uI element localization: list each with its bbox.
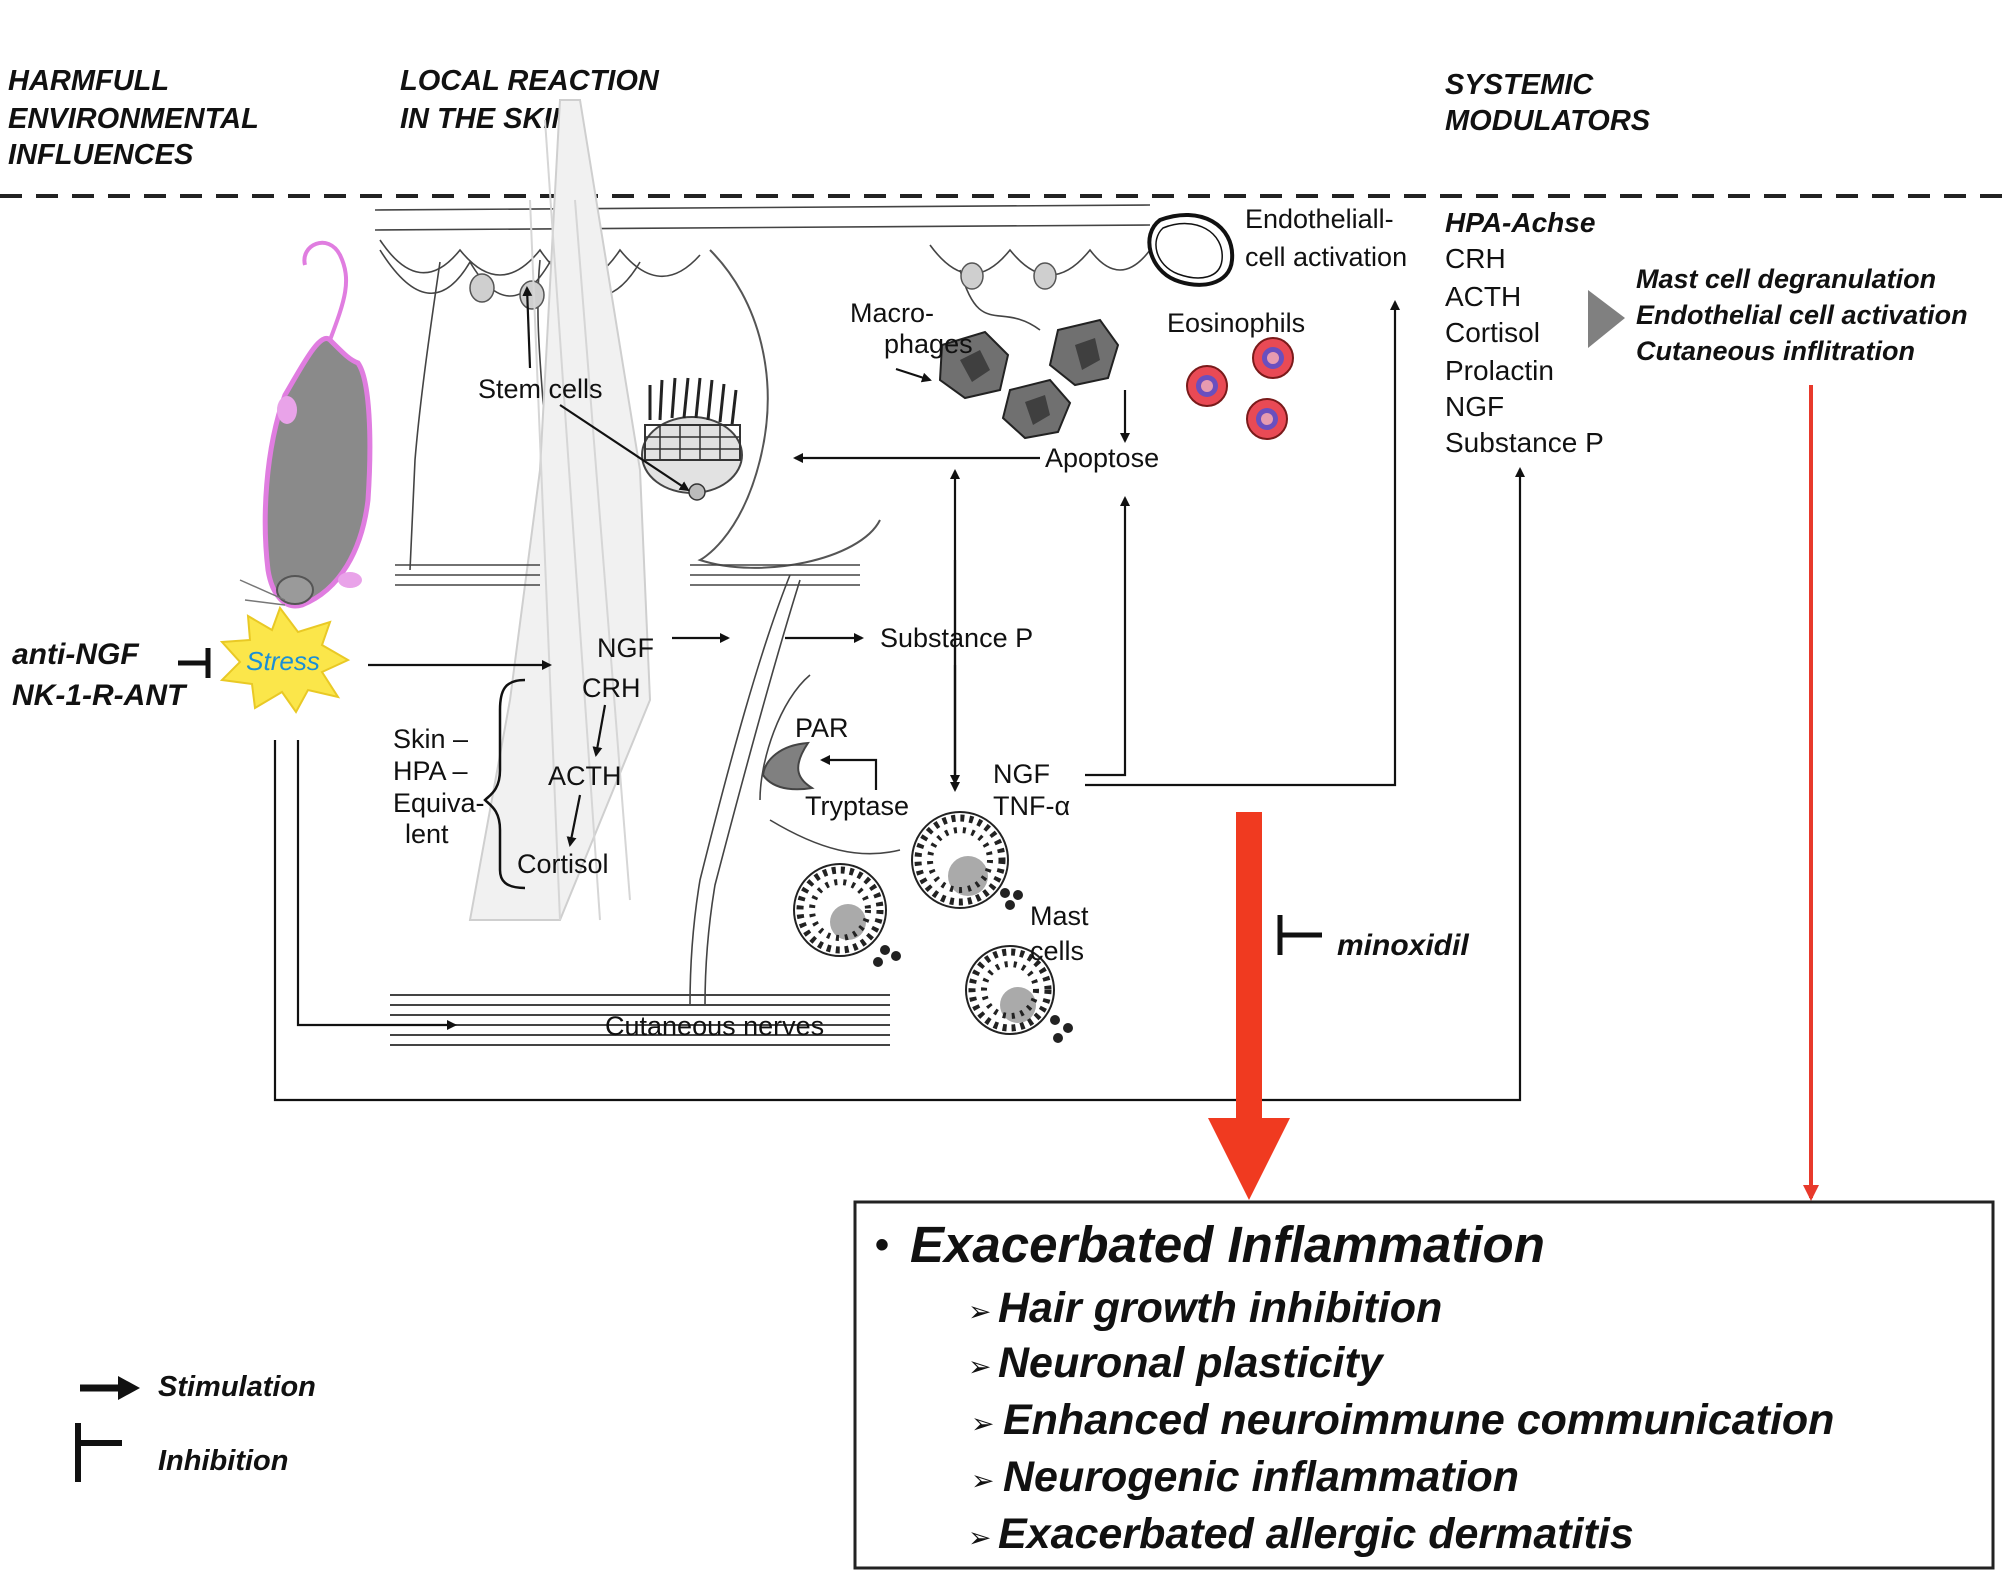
effect-1: Endothelial cell activation	[1636, 300, 1968, 330]
systemic-item-4: NGF	[1445, 391, 1504, 422]
legend-inhibition-symbol	[75, 1423, 122, 1482]
eosinophils-label: Eosinophils	[1167, 308, 1305, 338]
systemic-item-2: Cortisol	[1445, 317, 1540, 348]
systemic-title: HPA-Achse	[1445, 207, 1595, 238]
skin-hpa-label-3: Equiva-	[393, 788, 485, 818]
macrophage-cells	[938, 318, 1120, 440]
crh-label: CRH	[582, 673, 641, 703]
cortisol-label: Cortisol	[517, 849, 609, 879]
macrophages-label-2: phages	[884, 329, 973, 359]
ngf-label: NGF	[597, 633, 654, 663]
anti-ngf-inhibition-symbol	[178, 648, 211, 678]
header-systemic-line2: MODULATORS	[1445, 105, 1651, 137]
substance-p-label: Substance P	[880, 623, 1033, 653]
header-environmental-line2: ENVIRONMENTAL	[8, 103, 259, 135]
mast-cell-2	[911, 811, 1023, 910]
header-local-reaction: LOCAL REACTION IN THE SKIN	[400, 65, 660, 135]
outcome-item-0: Hair growth inhibition	[998, 1284, 1442, 1332]
eosinophil-cells	[1186, 337, 1294, 440]
skin-illustration	[374, 99, 1151, 1046]
minoxidil-inhibition-symbol	[1277, 915, 1322, 955]
outcome-items: ➢ Hair growth inhibition ➢ Neuronal plas…	[968, 1284, 1834, 1558]
legend-stimulation-label: Stimulation	[158, 1371, 316, 1403]
outcome-item-2: Enhanced neuroimmune communication	[1003, 1396, 1834, 1444]
legend: Stimulation Inhibition	[75, 1371, 316, 1482]
header-environmental: HARMFULL ENVIRONMENTAL INFLUENCES	[8, 65, 259, 171]
par-label: PAR	[795, 713, 849, 743]
header-systemic-line1: SYSTEMIC	[1445, 69, 1594, 101]
outcome-title: Exacerbated Inflammation	[910, 1216, 1545, 1273]
outcome-marker-0: ➢	[968, 1296, 991, 1327]
legend-stimulation-arrowhead	[118, 1376, 140, 1400]
eosinophil-3	[1246, 398, 1288, 440]
outcome-marker-2: ➢	[971, 1408, 994, 1439]
skin-hpa-label-4: lent	[405, 819, 449, 849]
endothelial-label-1: Endotheliall-	[1245, 204, 1394, 234]
endothelial-cell	[1147, 213, 1235, 287]
ngf-tnf-label-2: TNF-α	[993, 791, 1070, 821]
outcome-box	[853, 1200, 1995, 1570]
tryptase-label: Tryptase	[805, 791, 909, 821]
eosinophil-1	[1252, 337, 1294, 379]
apoptose-label: Apoptose	[1045, 443, 1159, 473]
header-systemic: SYSTEMIC MODULATORS	[1445, 69, 1651, 137]
outcome-marker-4: ➢	[968, 1522, 991, 1553]
mast-cells	[793, 811, 1073, 1043]
effect-2: Cutaneous inflitration	[1636, 336, 1915, 366]
systemic-item-1: ACTH	[1445, 281, 1521, 312]
effect-0: Mast cell degranulation	[1636, 264, 1936, 294]
macrophages-label-1: Macro-	[850, 298, 934, 328]
systemic-item-3: Prolactin	[1445, 355, 1554, 386]
pathway-arrows	[273, 286, 1525, 1102]
ngf-tnf-label-1: NGF	[993, 759, 1050, 789]
mouse-illustration	[239, 240, 373, 609]
stem-cells-label: Stem cells	[478, 374, 603, 404]
cutaneous-nerves-label: Cutaneous nerves	[605, 1011, 824, 1041]
systemic-item-0: CRH	[1445, 243, 1506, 274]
skin-hpa-label-1: Skin –	[393, 724, 468, 754]
par-receptor-icon	[761, 741, 815, 791]
skin-hpa-label-2: HPA –	[393, 756, 468, 786]
mast-cells-label-1: Mast	[1030, 901, 1089, 931]
header-environmental-line1: HARMFULL	[8, 65, 169, 97]
outcome-item-3: Neurogenic inflammation	[1003, 1453, 1519, 1501]
outcome-item-4: Exacerbated allergic dermatitis	[998, 1510, 1634, 1558]
systemic-effects: Mast cell degranulation Endothelial cell…	[1636, 264, 1968, 366]
anti-ngf-label: anti-NGF	[12, 638, 139, 671]
outcome-item-1: Neuronal plasticity	[998, 1339, 1385, 1387]
header-local-line1: LOCAL REACTION	[400, 65, 660, 97]
skin-hpa-bracket	[483, 678, 526, 890]
stress-burst	[219, 605, 351, 714]
header-environmental-line3: INFLUENCES	[8, 139, 194, 171]
eosinophil-2	[1186, 365, 1228, 407]
acth-label: ACTH	[548, 761, 622, 791]
nk1-label: NK-1-R-ANT	[12, 679, 188, 712]
mast-cell-1	[793, 863, 901, 967]
stress-label: Stress	[246, 646, 320, 676]
mast-cell-3	[965, 945, 1073, 1043]
local-red-arrow	[1208, 812, 1290, 1200]
mast-cells-label-2: cells	[1030, 936, 1084, 966]
header-local-line2: IN THE SKIN	[400, 103, 573, 135]
outcome-bullet: •	[875, 1223, 889, 1267]
endothelial-label-2: cell activation	[1245, 242, 1407, 272]
outcome-marker-3: ➢	[971, 1465, 994, 1496]
systemic-triangle-arrow	[1588, 290, 1625, 348]
outcome-marker-1: ➢	[968, 1351, 991, 1382]
minoxidil-label: minoxidil	[1337, 929, 1469, 962]
legend-inhibition-label: Inhibition	[158, 1445, 288, 1477]
systemic-modulators-list: HPA-Achse CRH ACTH Cortisol Prolactin NG…	[1445, 207, 1604, 458]
systemic-item-5: Substance P	[1445, 427, 1604, 458]
